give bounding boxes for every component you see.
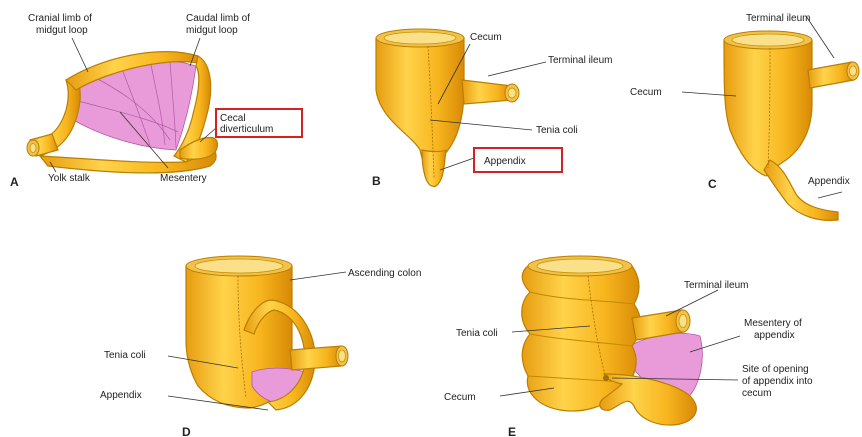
label-cranial-limb-2: midgut loop xyxy=(36,25,88,36)
cecum-b xyxy=(376,38,464,180)
panel-letter-a: A xyxy=(10,175,19,189)
label-terminal-ileum-b: Terminal ileum xyxy=(548,55,612,66)
label-caudal-limb-1: Caudal limb of xyxy=(186,13,250,24)
panel-b: Cecum Terminal ileum Tenia coli Appendix… xyxy=(372,29,612,188)
label-tenia-coli-b: Tenia coli xyxy=(536,125,578,136)
label-site-opening-2: of appendix into xyxy=(742,376,813,387)
cecum-c xyxy=(724,40,812,176)
panel-letter-b: B xyxy=(372,174,381,188)
label-cecal-diverticulum-1: Cecal xyxy=(220,113,246,124)
label-mesentery-appendix-1: Mesentery of xyxy=(744,318,802,329)
appendix-opening-site xyxy=(603,375,609,381)
ileum-b xyxy=(462,80,512,104)
label-appendix-c: Appendix xyxy=(808,176,850,187)
label-mesentery: Mesentery xyxy=(160,173,207,184)
label-cecum-b: Cecum xyxy=(470,32,502,43)
label-terminal-ileum-e: Terminal ileum xyxy=(684,280,748,291)
panel-a: Cranial limb of midgut loop Caudal limb … xyxy=(10,13,302,189)
label-cecum-c: Cecum xyxy=(630,87,662,98)
label-cecum-e: Cecum xyxy=(444,392,476,403)
label-cecal-diverticulum-2: diverticulum xyxy=(220,124,273,135)
label-terminal-ileum-c: Terminal ileum xyxy=(746,13,810,24)
label-site-opening-3: cecum xyxy=(742,388,771,399)
label-ascending-colon: Ascending colon xyxy=(348,268,421,279)
label-cranial-limb-1: Cranial limb of xyxy=(28,13,92,24)
label-mesentery-appendix-2: appendix xyxy=(754,330,795,341)
label-appendix-b: Appendix xyxy=(484,156,526,167)
label-tenia-coli-e: Tenia coli xyxy=(456,328,498,339)
label-caudal-limb-2: midgut loop xyxy=(186,25,238,36)
panel-letter-e: E xyxy=(508,425,516,437)
panel-d: Ascending colon Tenia coli Appendix D xyxy=(100,256,421,437)
label-site-opening-1: Site of opening xyxy=(742,364,809,375)
panel-letter-c: C xyxy=(708,177,717,191)
appendix-c xyxy=(764,160,838,220)
label-tenia-coli-d: Tenia coli xyxy=(104,350,146,361)
ileum-d xyxy=(290,346,342,370)
label-yolk-stalk: Yolk stalk xyxy=(48,173,91,184)
panel-c: Terminal ileum Cecum Appendix C xyxy=(630,13,859,220)
panel-e: Terminal ileum Tenia coli Mesentery of a… xyxy=(444,256,813,437)
label-appendix-d: Appendix xyxy=(100,390,142,401)
panel-letter-d: D xyxy=(182,425,191,437)
